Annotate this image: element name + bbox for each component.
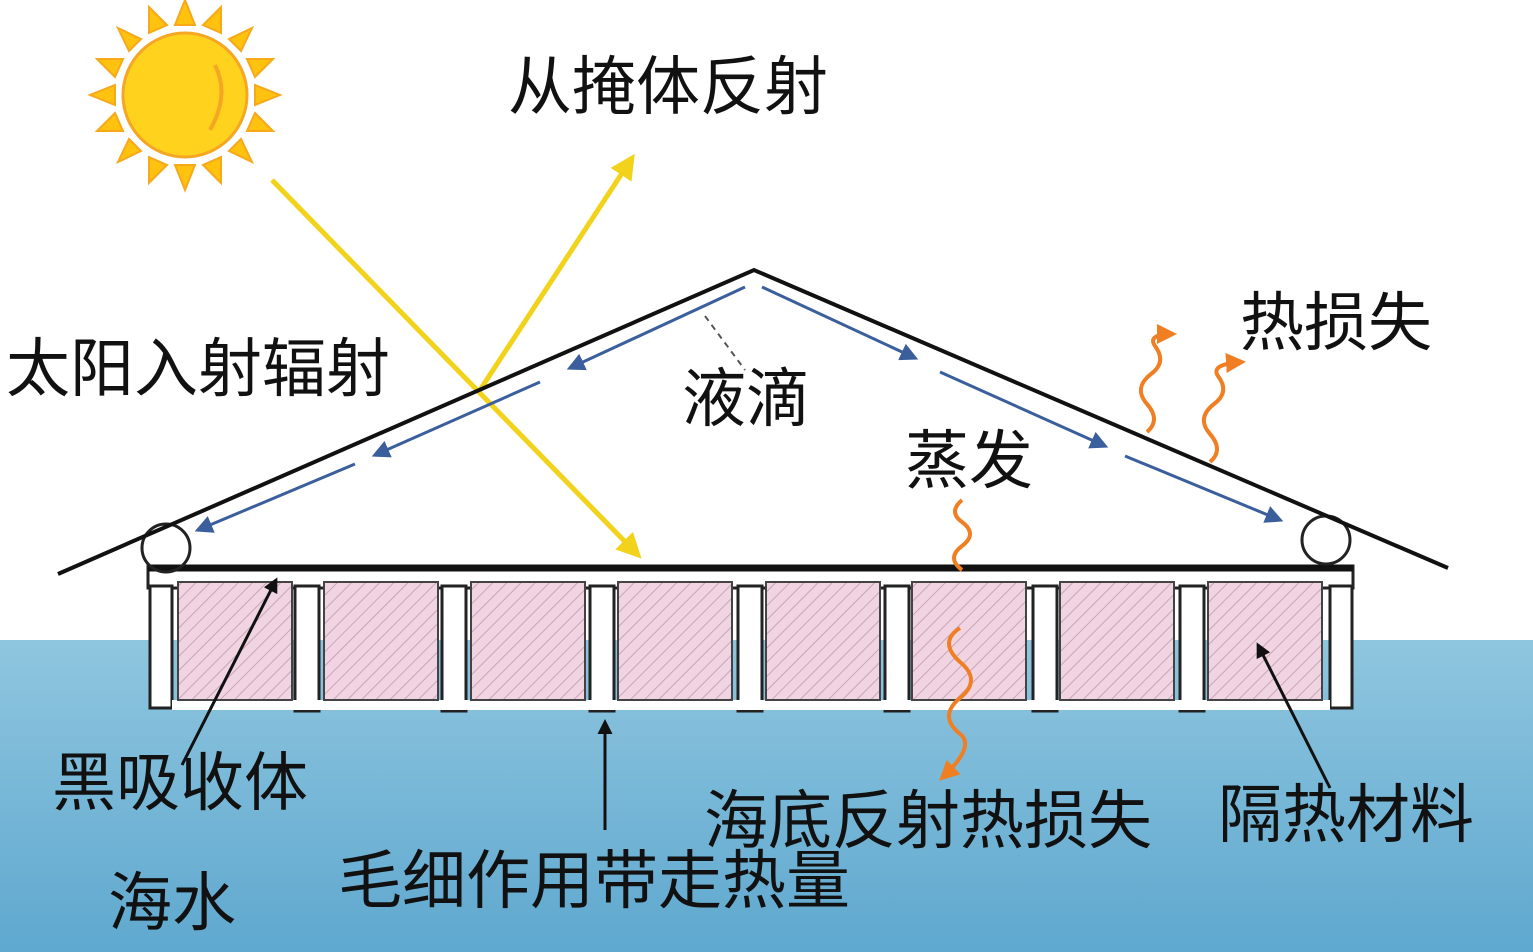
label-droplet: 液滴	[682, 363, 810, 437]
label-heat-loss: 热损失	[1240, 287, 1432, 361]
bottom-heat-wave	[939, 626, 973, 781]
condensate-flow	[194, 285, 1284, 533]
label-reflect: 从掩体反射	[508, 51, 828, 125]
label-absorber: 黑吸收体	[52, 747, 308, 821]
label-capillary: 毛细作用带走热量	[338, 845, 850, 919]
sun-icon	[87, 0, 283, 193]
incident-ray	[270, 178, 642, 559]
label-evaporation: 蒸发	[905, 425, 1033, 499]
reflected-ray	[477, 153, 635, 392]
absorber-arrow	[180, 577, 278, 766]
droplet-pointer	[704, 315, 746, 371]
evaporation-wave	[952, 498, 972, 572]
label-seawater: 海水	[108, 867, 236, 941]
glass-cover	[57, 267, 1449, 576]
label-insulation: 隔热材料	[1218, 779, 1474, 853]
insulation-blocks	[177, 581, 1323, 701]
label-bottom-loss: 海底反射热损失	[704, 785, 1152, 859]
insulation-arrow	[1256, 642, 1332, 789]
heat-wave-icon	[1139, 324, 1246, 464]
label-incident: 太阳入射辐射	[6, 333, 390, 407]
left-trough	[140, 522, 192, 574]
